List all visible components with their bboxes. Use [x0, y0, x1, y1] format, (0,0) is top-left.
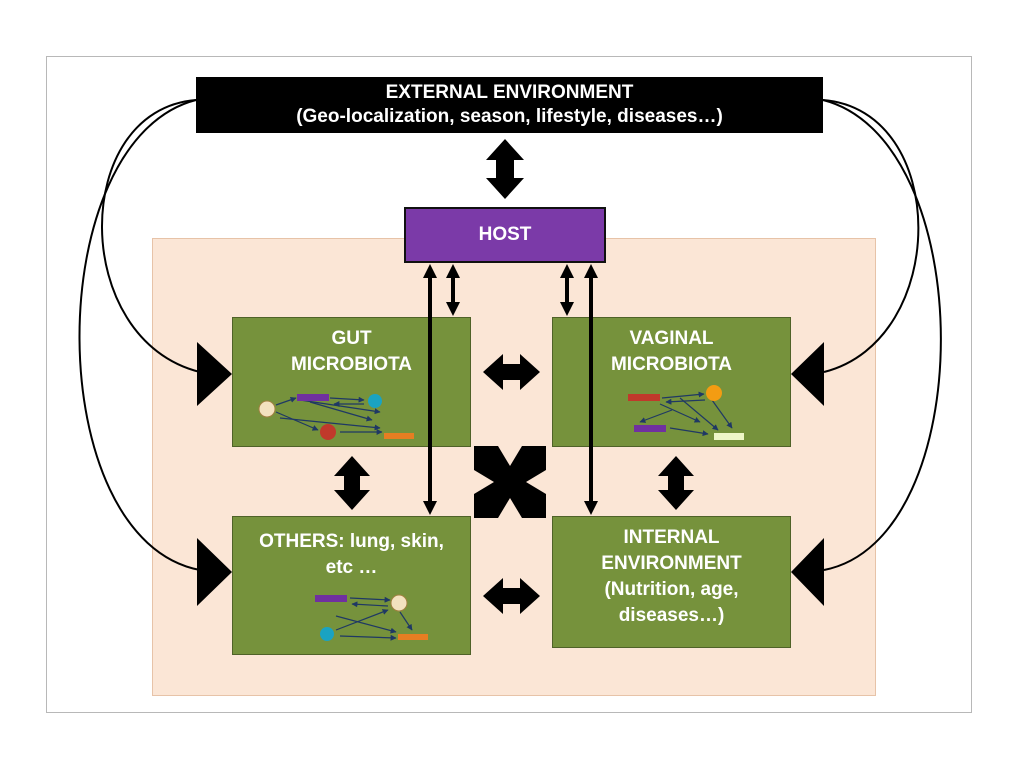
arrowhead-internal — [791, 538, 824, 606]
external-environment-title: EXTERNAL ENVIRONMENT — [385, 82, 634, 103]
curve-right-to-internal — [822, 99, 942, 571]
others-microbe-orange — [398, 634, 428, 640]
external-environment-subtitle: (Geo-localization, season, lifestyle, di… — [296, 106, 723, 127]
external-environment-box: EXTERNAL ENVIRONMENT (Geo-localization, … — [196, 77, 823, 133]
gut-vaginal-arrow — [483, 354, 540, 390]
others-label-line1: OTHERS: lung, skin, — [259, 531, 444, 552]
gut-label-line2: MICROBIOTA — [290, 354, 413, 375]
vaginal-microbe-pale — [714, 433, 744, 440]
vaginal-microbe-red — [628, 394, 660, 401]
arrowhead-vaginal — [791, 342, 824, 406]
horizontal-arrows — [483, 354, 540, 614]
curve-left-to-others — [78, 99, 201, 571]
vaginal-label-line2: MICROBIOTA — [610, 354, 733, 375]
vaginal-internal-arrow — [658, 456, 694, 510]
side-arrowheads — [197, 342, 824, 606]
gut-microbe-network — [258, 394, 414, 440]
internal-environment-box: INTERNAL ENVIRONMENT (Nutrition, age, di… — [552, 516, 791, 648]
others-microbe-purple — [315, 595, 347, 602]
internal-label-line3: (Nutrition, age, — [604, 579, 739, 600]
gut-microbe-orange — [384, 433, 414, 439]
others-internal-arrow — [483, 578, 540, 614]
curve-left-to-gut — [101, 99, 201, 373]
arrowhead-others — [197, 538, 232, 606]
host-arrowheads — [423, 264, 598, 515]
center-cross — [474, 446, 546, 518]
gut-microbe-purple — [297, 394, 329, 401]
internal-label-line2: ENVIRONMENT — [601, 553, 742, 574]
host-box: HOST — [404, 207, 606, 263]
gut-microbe-red — [320, 424, 336, 440]
curve-right-to-vaginal — [822, 99, 920, 373]
arrowhead-gut — [197, 342, 232, 406]
others-microbe-teal — [320, 627, 334, 641]
gut-label-line1: GUT — [331, 328, 372, 349]
vaginal-microbe-network — [628, 385, 744, 440]
vaginal-label-line1: VAGINAL — [629, 328, 714, 349]
external-host-arrow — [486, 139, 524, 199]
vertical-arrows — [334, 456, 694, 510]
gut-others-arrow — [334, 456, 370, 510]
internal-label-line1: INTERNAL — [623, 527, 720, 548]
others-box: OTHERS: lung, skin, etc … — [232, 516, 471, 655]
others-microbe-beige — [390, 594, 408, 612]
host-label: HOST — [478, 224, 532, 245]
vaginal-microbe-orange — [706, 385, 722, 401]
others-label-line2: etc … — [325, 557, 378, 578]
others-microbe-network — [315, 594, 428, 641]
vaginal-microbe-purple — [634, 425, 666, 432]
gut-microbe-beige — [258, 400, 276, 418]
outer-curves — [78, 99, 942, 571]
gut-microbe-teal — [368, 394, 382, 408]
internal-label-line4: diseases…) — [618, 605, 725, 626]
